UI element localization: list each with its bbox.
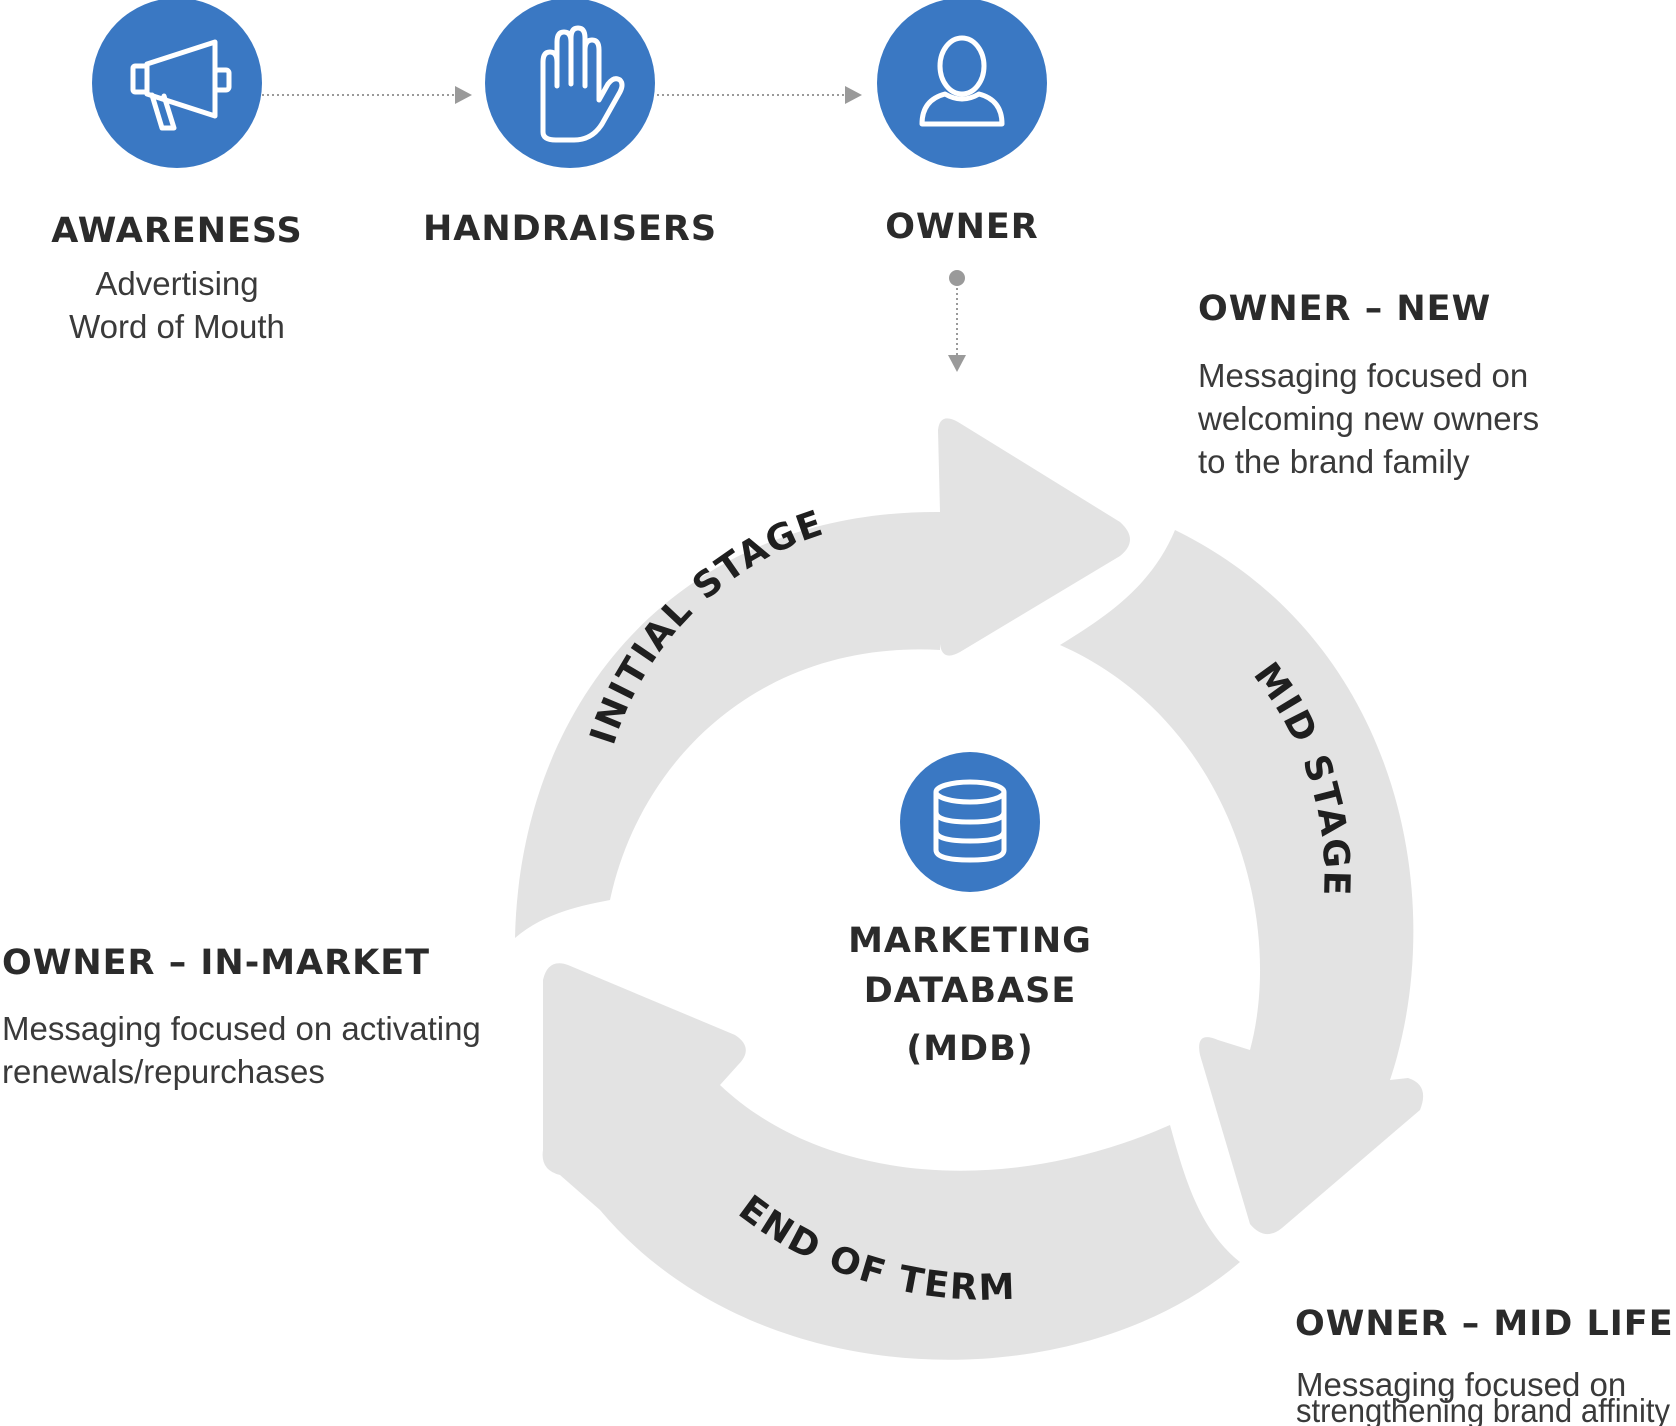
arrow-mid-stage xyxy=(1060,530,1424,1235)
note-line: renewals/repurchases xyxy=(2,1053,325,1090)
center-title-line: MARKETING xyxy=(848,921,1092,961)
note-title: OWNER – NEW xyxy=(1198,289,1491,329)
step-circle xyxy=(877,0,1047,168)
step-title: AWARENESS xyxy=(51,211,303,251)
note-owner-mid-life: OWNER – MID LIFE Messaging focused on st… xyxy=(1295,1304,1674,1426)
step-owner: OWNER xyxy=(877,0,1047,247)
arrow-end-of-term xyxy=(542,963,1240,1360)
note-title: OWNER – IN-MARKET xyxy=(2,943,430,983)
step-circle xyxy=(92,0,262,168)
arrow-initial-stage xyxy=(515,418,1130,938)
step-title: HANDRAISERS xyxy=(423,209,717,249)
person-icon xyxy=(919,35,1005,127)
note-line: strengthening brand affinity xyxy=(1296,1392,1670,1426)
database-icon xyxy=(933,779,1007,863)
note-line: Messaging focused on xyxy=(1198,357,1528,394)
hand-icon xyxy=(540,25,625,143)
step-title: OWNER xyxy=(885,207,1039,247)
megaphone-icon xyxy=(130,39,232,131)
note-line: Messaging focused on xyxy=(1296,1366,1626,1403)
flow-connectors xyxy=(262,94,958,355)
arrowhead-right-icon xyxy=(455,86,472,104)
cycle-arrows xyxy=(515,418,1424,1360)
flow-arrowheads xyxy=(455,86,966,372)
arrowhead-right-icon xyxy=(845,86,862,104)
note-line: to the brand family xyxy=(1198,443,1470,480)
center-database: MARKETING DATABASE (MDB) xyxy=(848,752,1092,1069)
center-title-line: (MDB) xyxy=(906,1029,1034,1069)
arrowhead-down-icon xyxy=(948,355,966,372)
note-owner-new: OWNER – NEW Messaging focused on welcomi… xyxy=(1197,289,1539,480)
connector-dot xyxy=(949,270,965,286)
note-title: OWNER – MID LIFE xyxy=(1295,1304,1674,1344)
center-title-line: DATABASE xyxy=(864,971,1077,1011)
step-line: Word of Mouth xyxy=(69,308,285,345)
note-owner-in-market: OWNER – IN-MARKET Messaging focused on a… xyxy=(2,943,481,1090)
step-line: Advertising xyxy=(95,265,258,302)
note-line: Messaging focused on activating xyxy=(2,1010,481,1047)
step-handraisers: HANDRAISERS xyxy=(423,0,717,249)
step-awareness: AWARENESS Advertising Word of Mouth xyxy=(51,0,303,345)
note-line: welcoming new owners xyxy=(1197,400,1539,437)
